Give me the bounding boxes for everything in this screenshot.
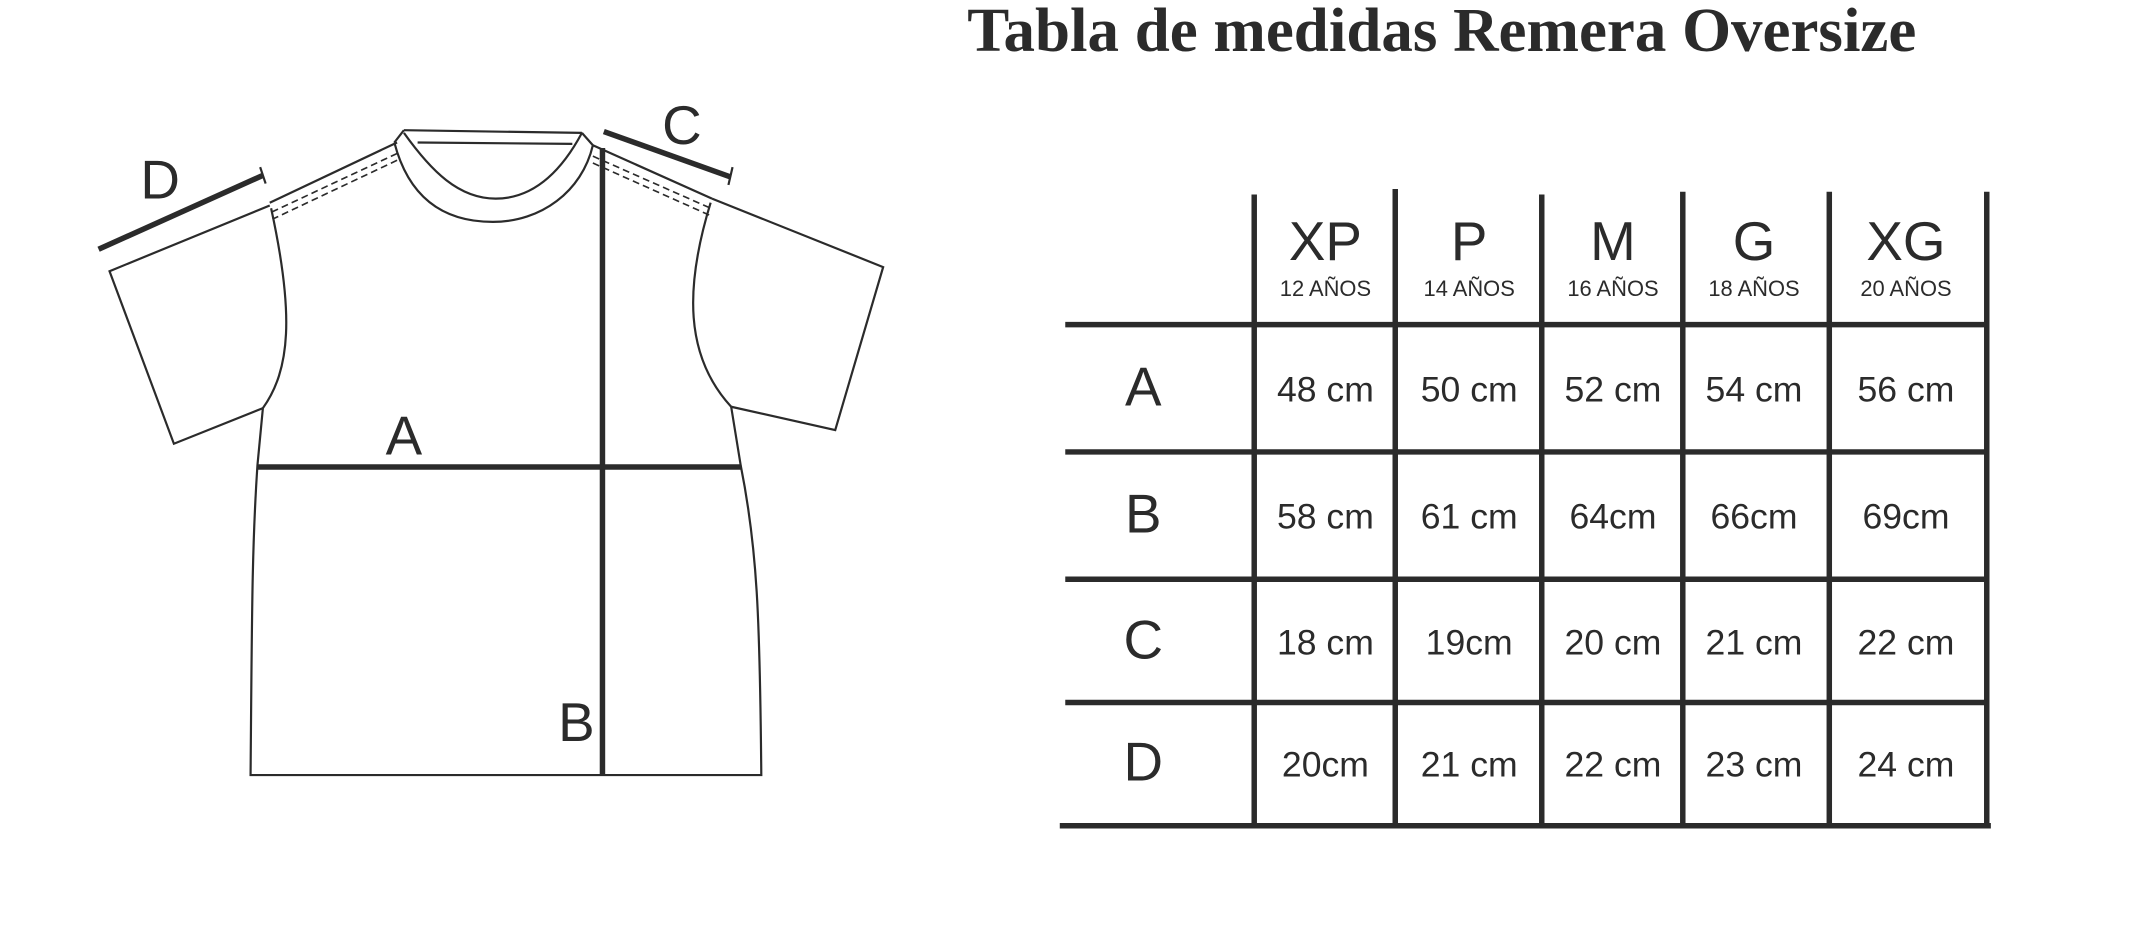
table-cell: 48 cm — [1277, 369, 1374, 409]
size-table: XP 12 AÑOS P 14 AÑOS M 16 AÑOS G 18 AÑOS XG 20 AÑ… — [1124, 210, 1955, 792]
column-size-label: P — [1451, 210, 1488, 272]
column-size-label: XG — [1866, 210, 1945, 272]
measure-line-d — [97, 172, 265, 252]
row-label: D — [1124, 731, 1164, 793]
tshirt-diagram — [97, 128, 885, 777]
column-age-label: 20 AÑOS — [1860, 276, 1951, 301]
table-cell: 21 cm — [1706, 623, 1803, 663]
column-size-label: G — [1733, 210, 1776, 272]
row-label: C — [1124, 609, 1164, 671]
table-cell: 66cm — [1710, 497, 1797, 537]
table-cell: 22 cm — [1858, 623, 1955, 663]
table-cell: 24 cm — [1858, 744, 1955, 784]
table-cell: 19cm — [1426, 623, 1513, 663]
table-cell: 50 cm — [1421, 369, 1518, 409]
column-age-label: 14 AÑOS — [1424, 276, 1515, 301]
column-age-label: 18 AÑOS — [1708, 276, 1799, 301]
table-cell: 58 cm — [1277, 497, 1374, 537]
table-cell: 64cm — [1569, 497, 1656, 537]
table-cell: 21 cm — [1421, 744, 1518, 784]
table-cell: 20cm — [1282, 744, 1369, 784]
table-cell: 20 cm — [1565, 623, 1662, 663]
table-cell: 22 cm — [1565, 744, 1662, 784]
table-cell: 18 cm — [1277, 623, 1374, 663]
table-cell: 23 cm — [1706, 744, 1803, 784]
measure-line-c — [602, 128, 731, 180]
table-cell: 61 cm — [1421, 497, 1518, 537]
table-cell: 56 cm — [1858, 369, 1955, 409]
page-title: Tabla de medidas Remera Oversize — [967, 0, 1916, 65]
column-age-label: 12 AÑOS — [1280, 276, 1371, 301]
size-table-grid — [1059, 189, 1991, 829]
column-age-label: 16 AÑOS — [1567, 276, 1658, 301]
row-label: A — [1125, 355, 1162, 417]
label-d: D — [140, 149, 180, 211]
table-cell: 52 cm — [1565, 369, 1662, 409]
label-b: B — [558, 691, 595, 753]
label-a: A — [386, 405, 423, 467]
table-cell: 54 cm — [1706, 369, 1803, 409]
table-cell: 69cm — [1862, 497, 1949, 537]
row-label: B — [1125, 483, 1162, 545]
column-size-label: XP — [1289, 210, 1362, 272]
label-c: C — [662, 94, 702, 156]
column-size-label: M — [1590, 210, 1636, 272]
